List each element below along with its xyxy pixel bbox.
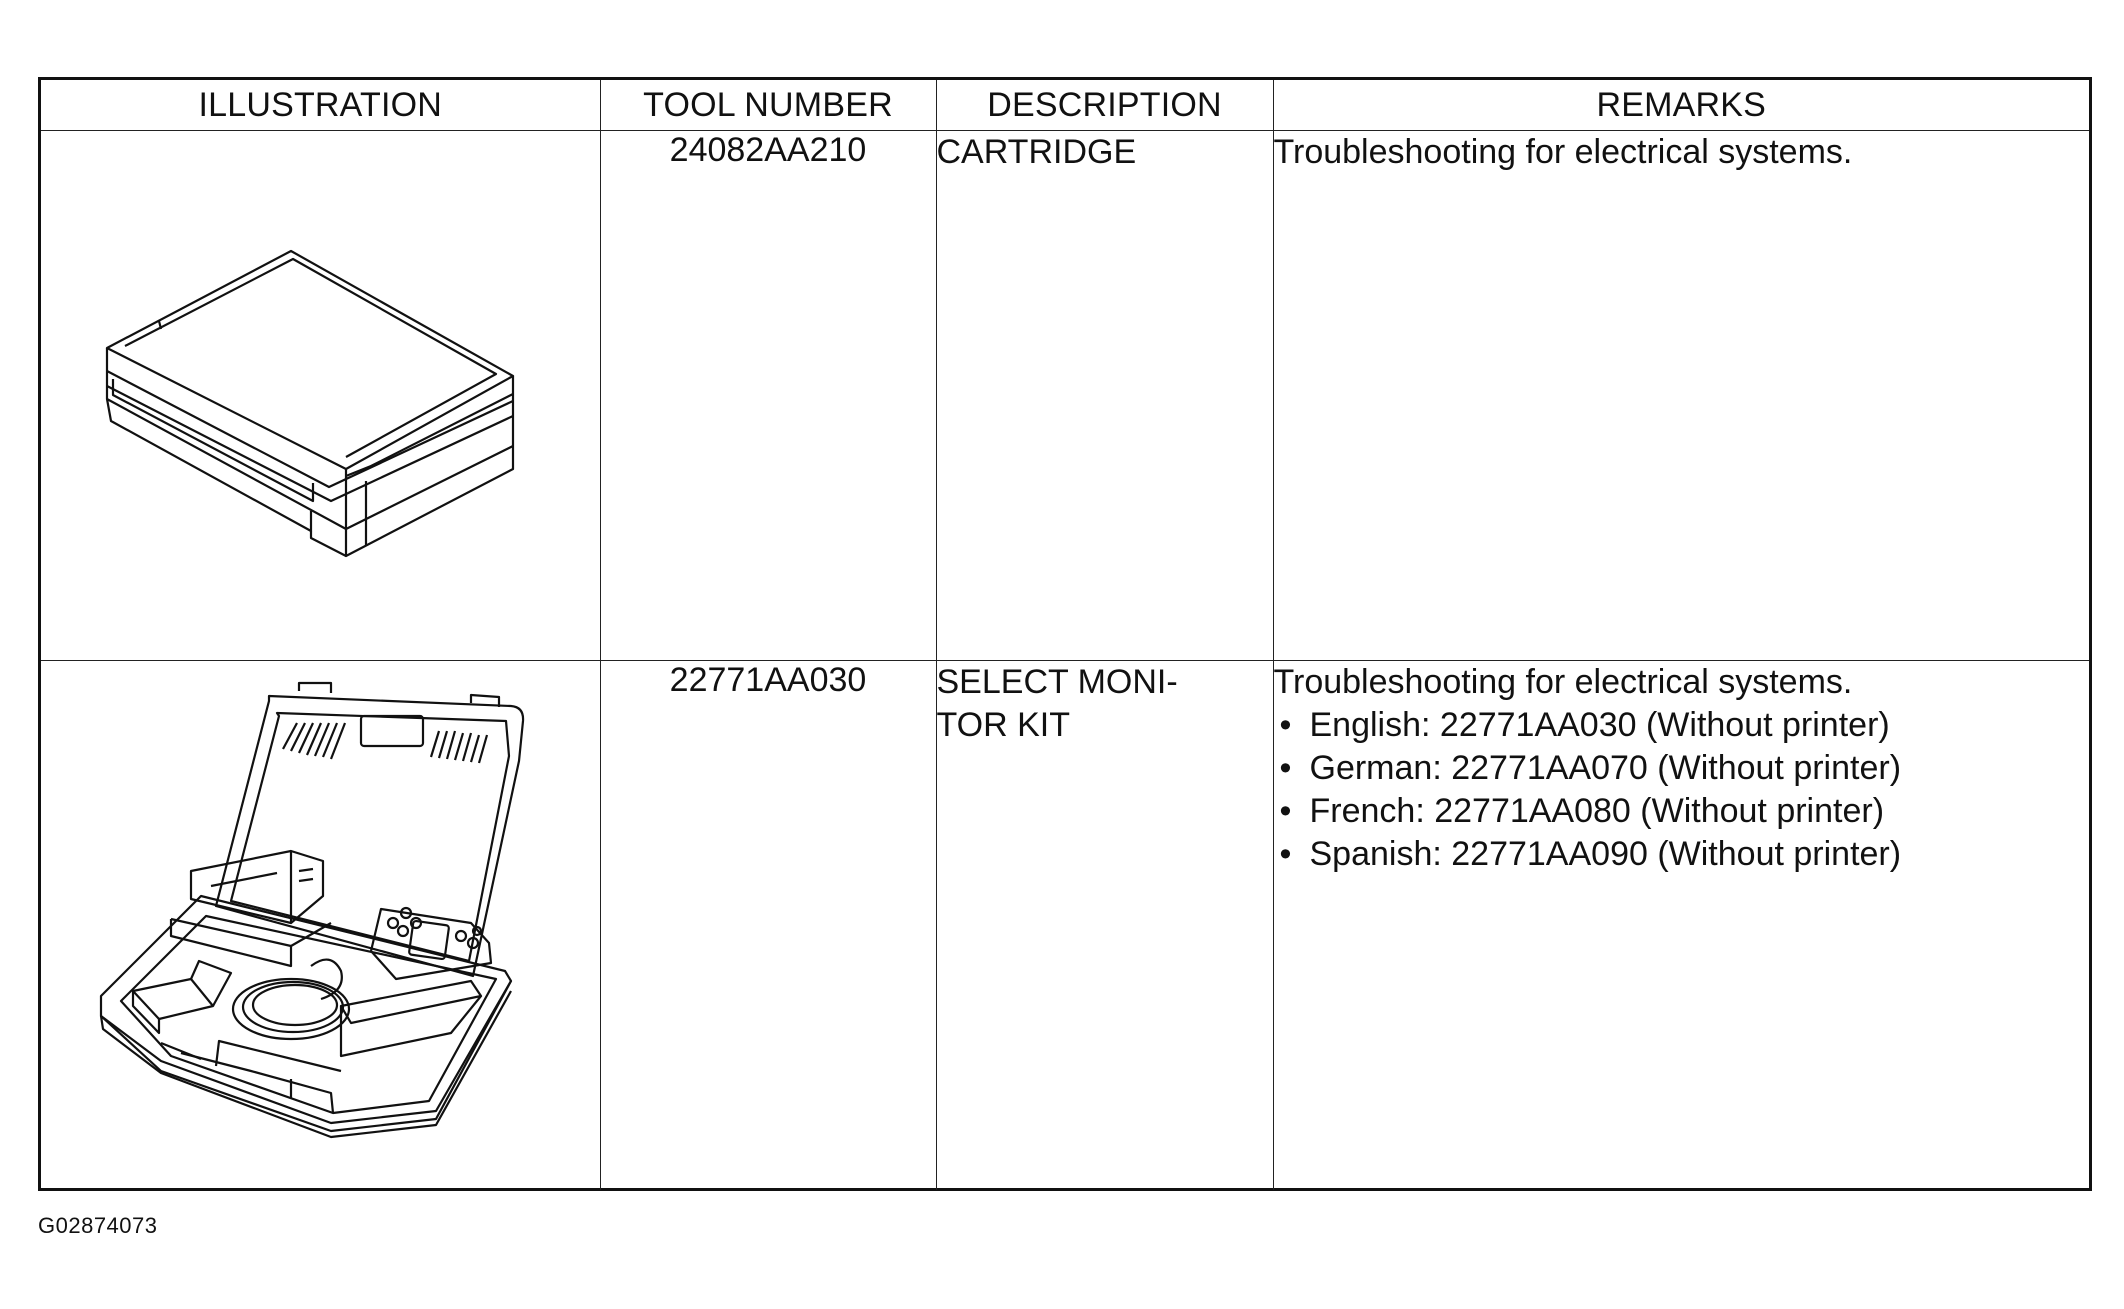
- list-item: Spanish: 22771AA090 (Without printer): [1278, 833, 2090, 876]
- table-row: 24082AA210 CARTRIDGE Troubleshooting for…: [41, 130, 2089, 661]
- illustration-cell: [41, 660, 601, 1190]
- remarks-text: Troubleshooting for electrical systems.: [1273, 133, 1853, 171]
- list-item: French: 22771AA080 (Without printer): [1278, 790, 2090, 833]
- remarks-text: Troubleshooting for electrical systems.: [1273, 663, 1853, 701]
- description-line-2: TOR KIT: [936, 706, 1071, 744]
- figure-code: G02874073: [38, 1213, 158, 1238]
- description-text: CARTRIDGE: [936, 133, 1137, 171]
- select-monitor-kit-illustration: [99, 681, 525, 1139]
- description-cell: SELECT MONI- TOR KIT: [935, 660, 1274, 1190]
- cartridge-illustration: [105, 249, 515, 558]
- tool-number-cell: 22771AA030: [599, 660, 937, 1190]
- header-description: DESCRIPTION: [935, 80, 1274, 131]
- header-illustration: ILLUSTRATION: [41, 80, 601, 131]
- header-remarks: REMARKS: [1272, 80, 2089, 131]
- tool-number: 24082AA210: [669, 131, 867, 169]
- table-row: 22771AA030 SELECT MONI- TOR KIT Troubles…: [41, 660, 2090, 1190]
- tool-table-frame: ILLUSTRATION TOOL NUMBER DESCRIPTION REM…: [38, 77, 2092, 1191]
- list-item: German: 22771AA070 (Without printer): [1278, 747, 2090, 790]
- remarks-language-list: English: 22771AA030 (Without printer) Ge…: [1274, 704, 2090, 876]
- header-tool-number: TOOL NUMBER: [599, 80, 937, 131]
- tool-number: 22771AA030: [669, 661, 867, 699]
- list-item: English: 22771AA030 (Without printer): [1278, 704, 2090, 747]
- description-line-1: SELECT MONI-: [936, 663, 1178, 701]
- description-cell: CARTRIDGE: [935, 130, 1274, 661]
- remarks-cell: Troubleshooting for electrical systems.: [1272, 130, 2089, 661]
- remarks-cell: Troubleshooting for electrical systems. …: [1272, 660, 2090, 1190]
- tool-number-cell: 24082AA210: [599, 130, 937, 661]
- illustration-cell: [41, 130, 601, 661]
- special-tools-table: ILLUSTRATION TOOL NUMBER DESCRIPTION REM…: [41, 80, 2089, 1190]
- table-header-row: ILLUSTRATION TOOL NUMBER DESCRIPTION REM…: [41, 80, 2089, 131]
